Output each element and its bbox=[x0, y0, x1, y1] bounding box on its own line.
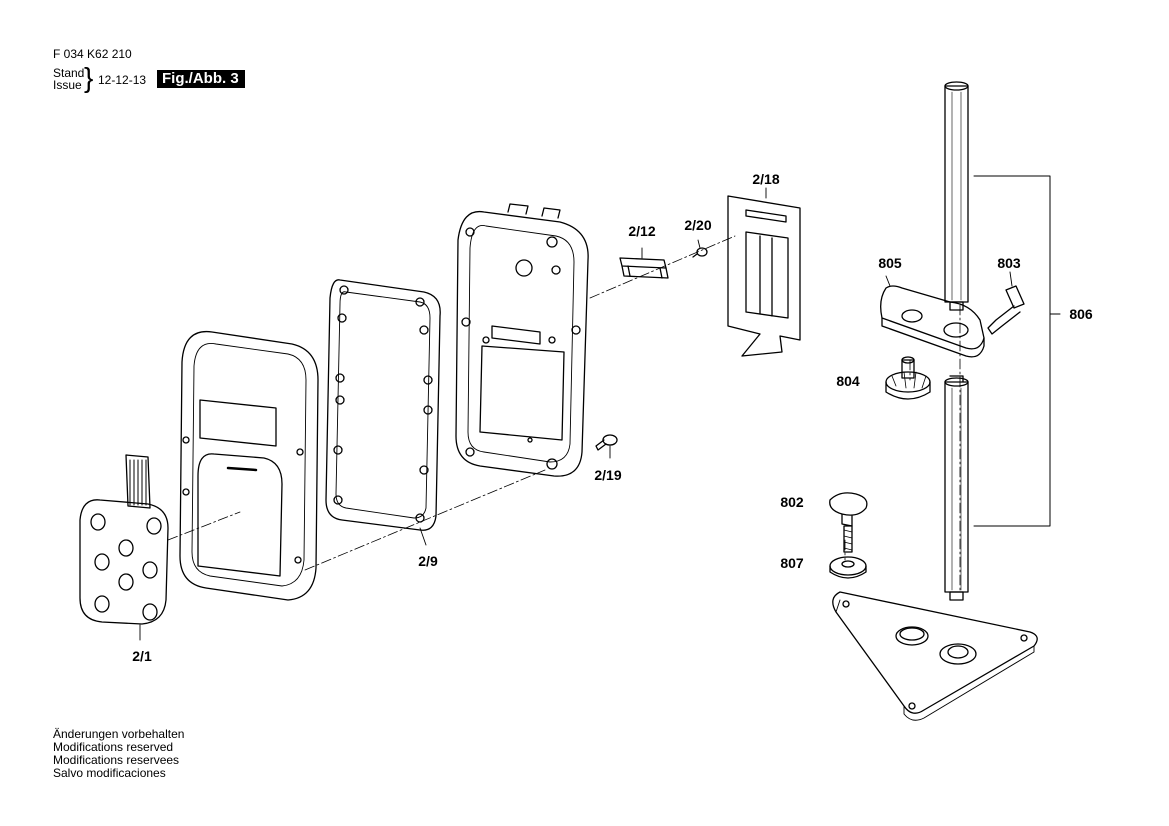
label-part-804: 804 bbox=[836, 373, 860, 389]
label-part-803: 803 bbox=[997, 255, 1021, 271]
issue-date: 12-12-13 bbox=[98, 73, 147, 87]
label-part-806: 806 bbox=[1069, 306, 1093, 322]
footer-note-es: Salvo modificaciones bbox=[53, 766, 166, 780]
part-rear-housing bbox=[455, 203, 589, 477]
part-gasket bbox=[325, 279, 441, 546]
label-part-2-9: 2/9 bbox=[418, 553, 438, 569]
label-part-807: 807 bbox=[780, 555, 804, 571]
footer-note-fr: Modifications reservees bbox=[53, 753, 180, 767]
label-part-2-12: 2/12 bbox=[628, 223, 655, 239]
part-knob-804 bbox=[885, 356, 931, 400]
part-mounting-plate bbox=[727, 187, 801, 357]
part-clamp bbox=[880, 275, 985, 358]
label-part-2-19: 2/19 bbox=[594, 467, 621, 483]
part-nut-807 bbox=[829, 556, 867, 579]
part-screw-2-20 bbox=[692, 239, 708, 258]
part-knob-802 bbox=[829, 492, 868, 553]
part-base-plate bbox=[832, 591, 1038, 721]
part-clip bbox=[619, 247, 669, 279]
label-part-2-20: 2/20 bbox=[684, 217, 711, 233]
document-number: F 034 K62 210 bbox=[53, 47, 132, 61]
label-part-2-1: 2/1 bbox=[132, 648, 152, 664]
assembly-axis-lines bbox=[167, 235, 961, 591]
brace: } bbox=[84, 62, 94, 93]
footer-note-en: Modifications reserved bbox=[53, 740, 174, 754]
footer-note-de: Änderungen vorbehalten bbox=[53, 727, 185, 741]
part-rod-upper bbox=[944, 81, 969, 311]
part-lock-screw bbox=[987, 271, 1025, 335]
figure-label: Fig./Abb. 3 bbox=[157, 70, 245, 88]
part-keypad bbox=[79, 454, 169, 641]
part-rod-lower bbox=[944, 375, 969, 601]
part-screw-2-19 bbox=[595, 434, 618, 459]
label-part-802: 802 bbox=[780, 494, 804, 510]
label-part-805: 805 bbox=[878, 255, 902, 271]
issue-label: Issue bbox=[53, 78, 82, 92]
stand-label: Stand bbox=[53, 66, 85, 80]
label-part-2-18: 2/18 bbox=[752, 171, 779, 187]
bracket-806 bbox=[973, 175, 1061, 527]
part-front-housing bbox=[179, 330, 319, 601]
